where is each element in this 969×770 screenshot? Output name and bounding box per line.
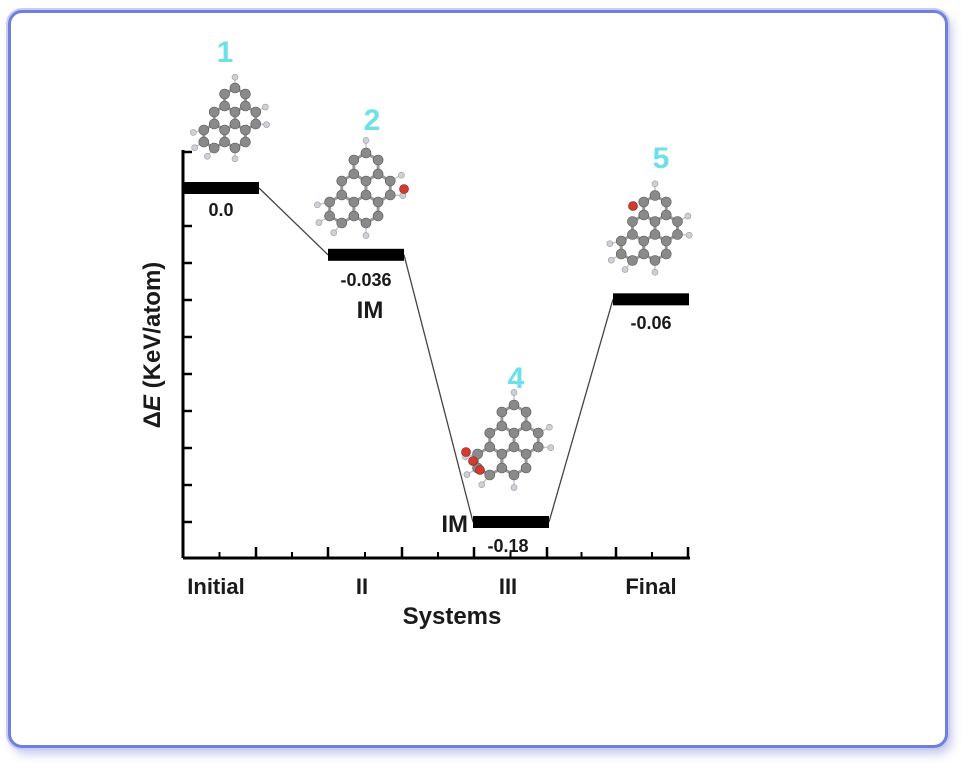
intermediate-tag: IM — [441, 511, 468, 538]
energy-level-bar — [183, 182, 259, 194]
energy-level-bar — [473, 516, 549, 528]
energy-level-bar — [328, 248, 404, 261]
level-connector — [403, 254, 474, 523]
structure-number: 1 — [217, 36, 234, 69]
molecule — [606, 180, 693, 276]
level-connector — [258, 187, 329, 256]
x-tick-label: Initial — [187, 574, 244, 599]
figure-frame — [8, 10, 948, 748]
y-ticks — [183, 150, 192, 524]
x-tick-label: III — [499, 574, 517, 599]
energy-value-label: -0.036 — [340, 270, 391, 290]
level-connector — [548, 299, 614, 523]
molecule — [190, 73, 270, 163]
structure-number: 4 — [508, 362, 525, 395]
molecule — [314, 137, 409, 239]
structure-number: 2 — [364, 104, 381, 137]
level-connectors — [258, 187, 614, 523]
intermediate-tag: IM — [357, 297, 384, 324]
x-axis-label: Systems — [403, 603, 502, 630]
energy-level-bar — [613, 293, 689, 306]
molecule-structures — [190, 73, 693, 491]
molecule — [461, 389, 555, 491]
energy-value-label: -0.06 — [630, 313, 671, 333]
energy-value-label: -0.18 — [487, 536, 528, 556]
x-tick-label: II — [356, 574, 368, 599]
energy-levels — [183, 182, 689, 528]
y-axis-label: ΔE (KeV/atom) — [139, 262, 166, 429]
energy-value-label: 0.0 — [208, 200, 233, 220]
x-tick-label: Final — [625, 574, 676, 599]
structure-number: 5 — [653, 142, 670, 175]
